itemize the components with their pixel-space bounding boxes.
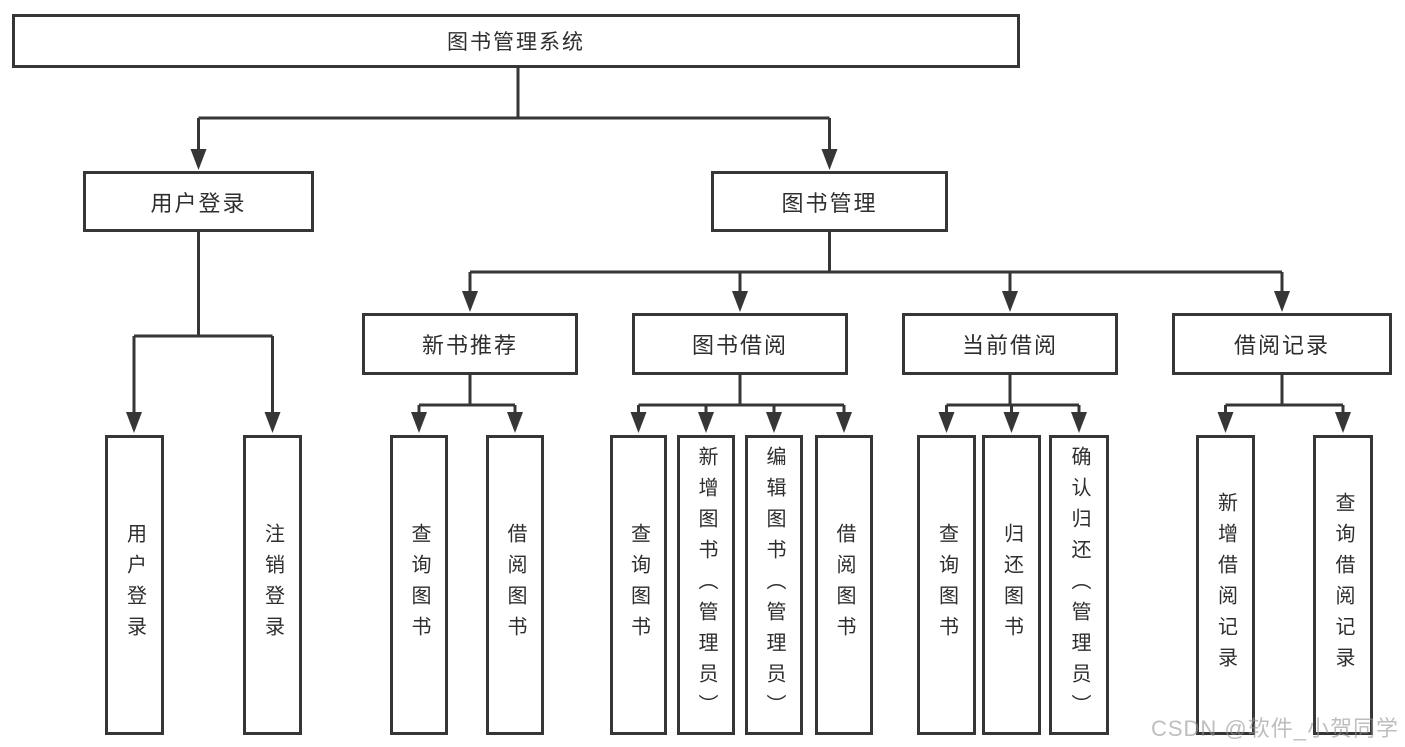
node-leaf-cb-return-books: 归还图书 (982, 435, 1041, 735)
node-user-login-label: 用户登录 (150, 190, 247, 216)
node-current-borrow-label: 当前借阅 (961, 333, 1058, 358)
node-leaf-nb-query-books-label: 查询图书 (408, 523, 430, 647)
node-root-label: 图书管理系统 (447, 31, 585, 54)
node-book-management: 图书管理 (711, 171, 948, 232)
node-leaf-nb-borrow-books: 借阅图书 (486, 435, 544, 735)
node-leaf-bb-query-books: 查询图书 (610, 435, 667, 735)
node-leaf-bb-borrow-books: 借阅图书 (815, 435, 873, 735)
node-leaf-cb-confirm-return-admin-label: 确认归还（管理员） (1068, 445, 1090, 725)
node-leaf-nb-borrow-books-label: 借阅图书 (504, 523, 526, 647)
node-leaf-logout-label: 注销登录 (261, 523, 284, 647)
node-new-book-recommend-label: 新书推荐 (421, 333, 518, 358)
node-leaf-logout: 注销登录 (243, 435, 302, 735)
node-leaf-cb-query-books-label: 查询图书 (935, 523, 958, 647)
node-leaf-cb-confirm-return-admin: 确认归还（管理员） (1049, 435, 1109, 735)
node-leaf-bb-query-books-label: 查询图书 (627, 523, 650, 647)
node-book-borrow: 图书借阅 (632, 313, 848, 375)
node-leaf-user-login: 用户登录 (105, 435, 164, 735)
node-leaf-user-login-label: 用户登录 (123, 523, 146, 647)
node-book-borrow-label: 图书借阅 (691, 333, 788, 358)
node-leaf-bb-edit-books-admin-label: 编辑图书（管理员） (763, 445, 785, 725)
node-borrow-records-label: 借阅记录 (1233, 333, 1330, 358)
node-user-login: 用户登录 (83, 171, 314, 232)
node-leaf-bb-add-books-admin-label: 新增图书（管理员） (695, 445, 717, 725)
node-root: 图书管理系统 (12, 14, 1020, 68)
node-leaf-cb-return-books-label: 归还图书 (1000, 523, 1023, 647)
node-leaf-br-add-record-label: 新增借阅记录 (1214, 492, 1237, 678)
node-leaf-br-add-record: 新增借阅记录 (1196, 435, 1255, 735)
node-current-borrow: 当前借阅 (902, 313, 1118, 375)
node-leaf-bb-add-books-admin: 新增图书（管理员） (677, 435, 735, 735)
node-new-book-recommend: 新书推荐 (362, 313, 578, 375)
node-leaf-bb-borrow-books-label: 借阅图书 (833, 523, 855, 647)
node-leaf-br-query-record: 查询借阅记录 (1313, 435, 1373, 735)
node-leaf-bb-edit-books-admin: 编辑图书（管理员） (745, 435, 803, 735)
node-leaf-cb-query-books: 查询图书 (917, 435, 976, 735)
node-leaf-nb-query-books: 查询图书 (390, 435, 448, 735)
node-leaf-br-query-record-label: 查询借阅记录 (1332, 492, 1354, 678)
node-borrow-records: 借阅记录 (1172, 313, 1392, 375)
node-book-management-label: 图书管理 (781, 190, 878, 216)
